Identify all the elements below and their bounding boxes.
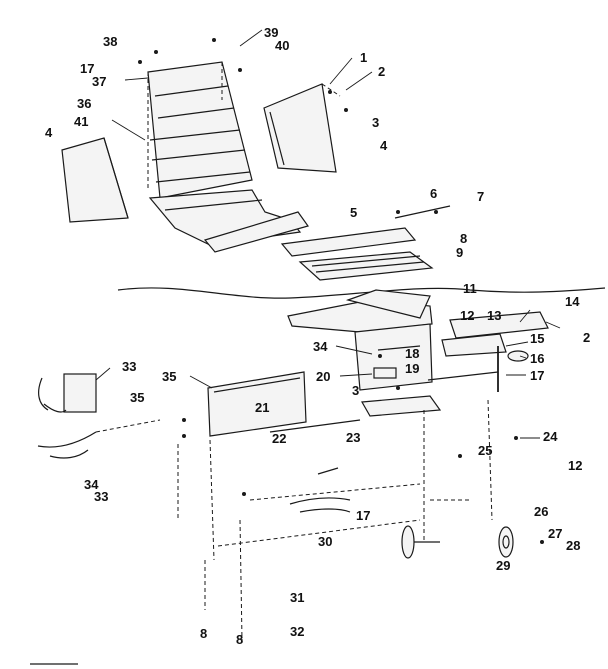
- callout-12-lower: 12: [568, 458, 582, 473]
- callout-17-top: 17: [80, 61, 94, 76]
- callout-8-lower: 8: [200, 626, 207, 641]
- callout-28: 28: [566, 538, 580, 553]
- callout-37: 35: [162, 369, 176, 384]
- grate-and-tray: [203, 205, 451, 281]
- callout-4-right: 4: [380, 138, 388, 153]
- callout-1: 1: [360, 50, 367, 65]
- callout-38: 34: [313, 339, 328, 354]
- callout-2-top: 2: [378, 64, 385, 79]
- hood-frame-assembly: [147, 61, 302, 246]
- callout-34: 34: [84, 477, 99, 492]
- firebox-body: [287, 289, 433, 391]
- callout-21: 21: [255, 400, 269, 415]
- regulator-hose: [37, 419, 161, 459]
- callout-33: 33: [94, 489, 108, 504]
- callout-13: 13: [487, 308, 501, 323]
- callout-39: 36: [77, 96, 91, 111]
- callout-8: 8: [460, 231, 467, 246]
- callout-8-lower-2: 8: [236, 632, 243, 647]
- front-panel: [207, 371, 307, 437]
- callout-16: 16: [530, 351, 544, 366]
- callout-31: 31: [290, 590, 304, 605]
- callout-9: 9: [456, 245, 463, 260]
- callout-30: 30: [318, 534, 332, 549]
- hardware-fasteners: [138, 38, 544, 544]
- bottom-tray: [269, 395, 442, 433]
- callout-4-left: 4: [45, 125, 53, 140]
- callout-3-mid: 3: [352, 383, 359, 398]
- callout-32: 32: [290, 624, 304, 639]
- callout-25: 25: [478, 443, 492, 458]
- callout-22: 22: [272, 431, 286, 446]
- callout-3-top: 3: [372, 115, 379, 130]
- callout-36: 33: [122, 359, 136, 374]
- callout-43: 40: [275, 38, 289, 53]
- right-side-panel: [263, 83, 341, 173]
- callout-7: 7: [477, 189, 484, 204]
- callout-42: 39: [264, 25, 278, 40]
- callout-44: 41: [74, 114, 88, 129]
- callout-23: 23: [346, 430, 360, 445]
- callout-24: 24: [543, 429, 558, 444]
- callout-labels: 38 39 40 17 37 36 41 4 1 2 3 4 6 7 5 8 9…: [45, 25, 590, 647]
- callout-18: 18: [405, 346, 419, 361]
- callout-29: 29: [496, 558, 510, 573]
- cart-frame: [177, 399, 493, 641]
- wheel-right: [498, 526, 514, 558]
- callout-11: 11: [463, 281, 477, 296]
- callout-5: 5: [350, 205, 357, 220]
- gas-tank: [38, 373, 97, 413]
- wheel-left: [401, 525, 440, 559]
- callout-17: 17: [530, 368, 544, 383]
- callout-27: 27: [548, 526, 562, 541]
- callout-40: 37: [92, 74, 106, 89]
- callout-41: 38: [103, 34, 117, 49]
- left-side-panel: [61, 137, 129, 223]
- callout-2-right: 2: [583, 330, 590, 345]
- callout-35: 35: [130, 390, 144, 405]
- callout-12: 12: [460, 308, 474, 323]
- callout-26: 26: [534, 504, 548, 519]
- callout-20: 20: [316, 369, 330, 384]
- callout-15: 15: [530, 331, 544, 346]
- callout-19: 19: [405, 361, 419, 376]
- callout-6: 6: [430, 186, 437, 201]
- callout-17-lower: 17: [356, 508, 370, 523]
- callout-14: 14: [565, 294, 580, 309]
- leader-lines: [95, 29, 561, 439]
